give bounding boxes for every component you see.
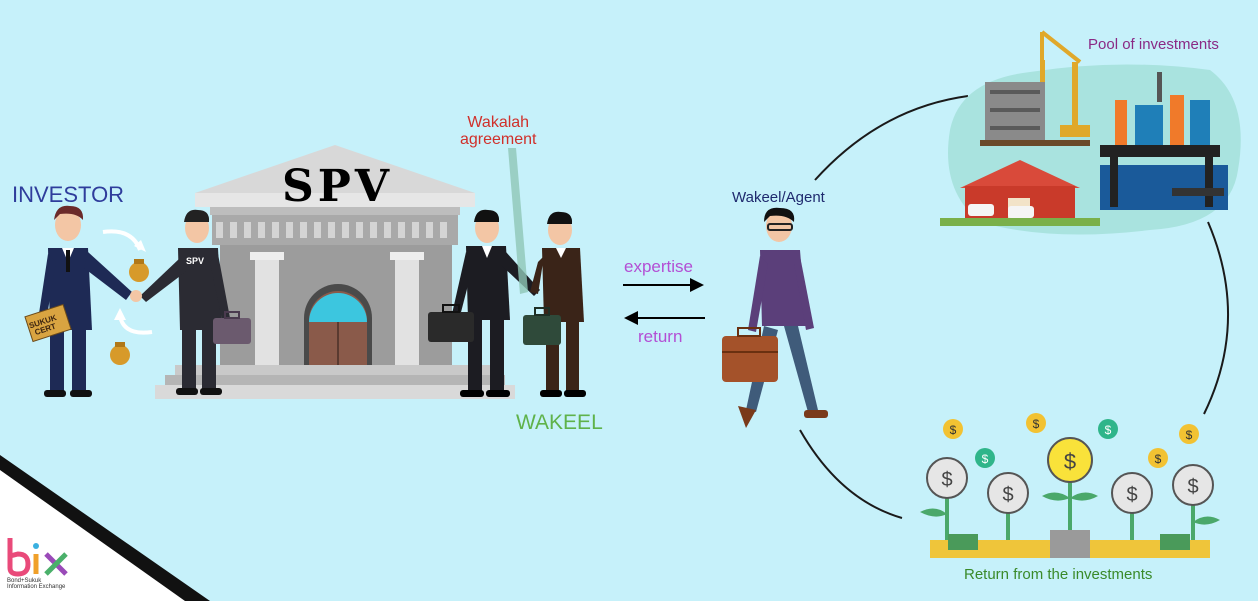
spv-building — [155, 145, 515, 399]
wakeel-label: WAKEEL — [516, 411, 603, 434]
coin-icon: $ — [1179, 424, 1199, 444]
spv-badge: SPV — [186, 256, 205, 266]
wakalah-line: Wakalah — [467, 114, 530, 131]
bix-logo-subtitle: Bond+Sukuk Information Exchange — [7, 578, 66, 591]
agent-figure — [738, 207, 828, 428]
coin-icon: $ — [1047, 437, 1093, 483]
bix-logo — [4, 534, 74, 598]
agent-label: Wakeel/Agent — [732, 189, 825, 206]
bix-logo-mark — [7, 538, 68, 577]
svg-text:$: $ — [982, 452, 989, 466]
coin-icon: $ — [1148, 448, 1168, 468]
coin-icon: $ — [926, 457, 968, 499]
svg-text:$: $ — [950, 423, 957, 437]
briefcase-icon — [722, 327, 778, 382]
wakeel-figure-right — [530, 211, 586, 397]
expertise-arrow — [623, 278, 704, 292]
money-bag-icon — [129, 259, 149, 282]
svg-text:$: $ — [941, 469, 952, 491]
briefcase-icon — [523, 307, 561, 345]
svg-text:$: $ — [1187, 476, 1198, 498]
money-bag-icon — [110, 342, 130, 365]
svg-text:$: $ — [1105, 423, 1112, 437]
coin-icon: $ — [975, 448, 995, 468]
investor-figure — [38, 205, 132, 397]
svg-text:$: $ — [1002, 484, 1013, 506]
return-label: return — [638, 327, 683, 346]
investor-label: INVESTOR — [12, 182, 125, 207]
coin-icon: $ — [1026, 413, 1046, 433]
return-arrow — [624, 311, 705, 325]
coin-icon: $ — [1098, 419, 1118, 439]
pool-of-investments-illustration — [940, 30, 1241, 235]
svg-text:$: $ — [1033, 417, 1040, 431]
pool-of-investments-label: Pool of investments — [1088, 36, 1219, 53]
cycle-arc-top — [814, 95, 969, 181]
coin-icon: $ — [1172, 464, 1214, 506]
briefcase-icon — [428, 304, 474, 342]
cycle-arc-right — [1203, 221, 1230, 415]
cycle-arc-bottom — [799, 429, 903, 519]
arrow-head-icon — [114, 308, 126, 320]
spv-title: SPV — [282, 161, 393, 212]
svg-text:$: $ — [1126, 484, 1137, 506]
svg-text:$: $ — [1155, 452, 1162, 466]
wakeel-figure-left — [452, 209, 540, 397]
return-from-investments-label: Return from the investments — [964, 566, 1153, 583]
arrow-head-icon — [134, 240, 146, 252]
agreement-line: agreement — [460, 130, 537, 148]
briefcase-icon — [213, 311, 251, 344]
coin-icon: $ — [943, 419, 963, 439]
spv-representative-figure — [140, 209, 230, 395]
sukuk-cert-icon — [24, 303, 72, 343]
svg-text:$: $ — [1064, 449, 1076, 474]
wakalah-pointer — [508, 148, 528, 294]
handshake — [130, 290, 142, 302]
expertise-label: expertise — [624, 257, 693, 276]
return-from-investments-illustration — [920, 478, 1220, 558]
coin-icon: $ — [987, 472, 1029, 514]
coin-icon: $ — [1111, 472, 1153, 514]
curved-arrow-icon — [102, 229, 142, 251]
svg-text:$: $ — [1186, 428, 1193, 442]
